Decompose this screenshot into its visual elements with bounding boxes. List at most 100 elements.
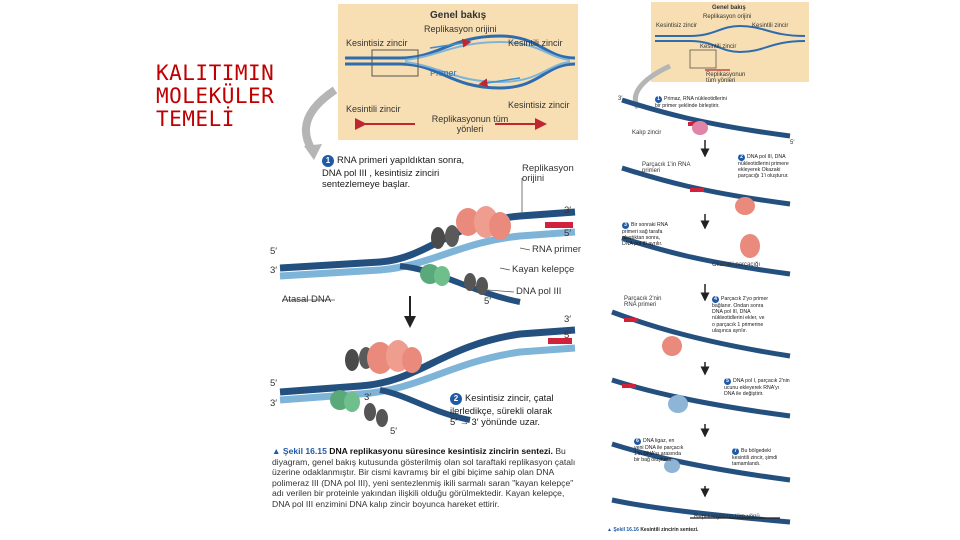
fig16-step-3-num: 3	[622, 222, 629, 229]
label-5prime-b: 5′	[270, 246, 278, 257]
label-3prime-c: 3′	[564, 314, 572, 325]
caption-15-label: ▲ Şekil 16.15	[272, 446, 327, 456]
fig16-step-6-l3: 1'in DNA'sı arasında	[634, 451, 681, 458]
fig16-step-2-l4: parçacığı 1'i oluşturur.	[738, 173, 789, 180]
label-3prime-b: 3′	[270, 265, 278, 276]
fig16-step-2-l1: DNA pol III, DNA	[747, 154, 786, 160]
overview-lagging-top: Kesintili zincir	[508, 38, 563, 48]
overview-all-directions: Replikasyonun tüm yönleri	[431, 114, 509, 134]
label-rna-primer: RNA primer	[532, 244, 582, 255]
fig16-step-5-l3: DNA ile değiştirir.	[724, 391, 764, 398]
fig16-step-4-l6: ulaşınca ayrılır.	[712, 327, 747, 334]
step-2-line-2: ilerledikçe, sürekli olarak	[450, 405, 553, 416]
fig16-step-4-l2: bağlanır. Ondan sonra	[712, 303, 764, 309]
caption-15-title: DNA replikasyonu süresince kesintisiz zi…	[329, 446, 553, 456]
fig16-okazaki-label: Okazaki parçacığı	[712, 262, 761, 268]
overview2-origin: Replikasyon orijini	[703, 14, 752, 20]
label-pol3: DNA pol III	[516, 286, 562, 297]
fig16-overall-label: Replikasyonun tüm yönü	[694, 514, 760, 520]
label-3prime-a: 3′	[564, 205, 572, 216]
fig16-step-2-l2: nükleotidlerini primere	[738, 161, 789, 167]
fig16-step-4-num: 4	[712, 296, 719, 303]
title-line-1: KALITIMIN	[156, 61, 275, 85]
label-5prime-d: 5′	[564, 330, 572, 341]
overview-lagging-bottom: Kesintili zincir	[346, 104, 401, 114]
fig16-step-6-l4: bir bağ oluşturur.	[634, 457, 673, 464]
label-5prime-a: 5′	[564, 228, 572, 239]
fork-upper	[279, 206, 576, 305]
label-origin: Replikasyon orijini	[522, 163, 574, 184]
overview-title: Genel bakış	[430, 10, 487, 21]
fig16-step-6-l2: yeni DNA ile parçacık	[634, 445, 684, 451]
overview-bubble	[345, 34, 576, 130]
fig16-step-4-l3: DNA pol III, DNA	[712, 309, 751, 316]
overview-box-left	[338, 4, 578, 140]
step-1-line-3: sentezlemeye başlar.	[322, 178, 411, 189]
caption-16-label: ▲ Şekil 16.16	[607, 527, 639, 533]
fig16-step-3-l3: ulaştıktan sonra,	[622, 235, 661, 242]
overview-origin-label: Replikasyon orijini	[424, 24, 497, 34]
figure-15-caption: ▲ Şekil 16.15 DNA replikasyonu süresince…	[272, 446, 584, 510]
fig16-step-5-l1: DNA pol I, parçacık 2'nin	[733, 378, 790, 384]
label-5prime-f: 5′	[390, 426, 398, 437]
fig16-step-5-num: 5	[724, 378, 731, 385]
fig16-3p-1: 3′	[618, 96, 623, 102]
fig16-step-2-l3: ekleyerek Okazaki	[738, 167, 781, 174]
fig16-step-6-l1: DNA ligaz, en	[643, 438, 675, 444]
step-1-line-2: DNA pol III , kesintisiz zinciri	[322, 167, 440, 178]
title-line-3: TEMELİ	[156, 107, 235, 131]
caption-15-body: Bu diyagram, genel bakış kutusunda göste…	[272, 446, 576, 509]
fig16-step-4-l1: Parçacık 2'yo primer	[721, 296, 769, 302]
fig16-template-label: Kalıp zincir	[632, 130, 662, 136]
zoom-arrow	[301, 86, 338, 153]
step-2-line-3: 5′ → 3′ yönünde uzar.	[450, 416, 541, 427]
label-parental-dna: Atasal DNA	[282, 294, 332, 305]
overview2-title: Genel bakış	[712, 5, 746, 11]
slide-title: KALITIMIN MOLEKÜLER TEMELİ	[156, 62, 316, 131]
overview-bubble-right	[655, 24, 806, 71]
lagging-strands	[611, 97, 791, 525]
overview2-all: Replikasyonun tüm yönleri	[706, 72, 746, 84]
fork-lower	[279, 326, 576, 427]
title-line-2: MOLEKÜLER	[156, 84, 275, 108]
fig16-step-2-num: 2	[738, 154, 745, 161]
fig16-step-3-l1: Bir sonraki RNA	[631, 222, 668, 228]
step-1-number: 1	[322, 155, 334, 167]
fig16-step-6-num: 6	[634, 438, 641, 445]
label-sliding-clamp: Kayan kelepçe	[512, 264, 575, 275]
step-2-number: 2	[450, 393, 462, 405]
overview-leading-bottom: Kesintisiz zincir	[508, 100, 570, 110]
figure-16-caption: ▲ Şekil 16.16 Kesintili zincirin sentezi…	[607, 527, 807, 533]
label-3prime-e: 3′	[270, 398, 278, 409]
fig16-frag2-rna-label: Parçacık 2'nin RNA primeri	[624, 296, 662, 308]
label-3prime-f: 3′	[364, 392, 372, 403]
fig16-step-3-l2: primeri sağ tarafa	[622, 229, 663, 235]
fig16-step-1-l1: Primaz, RNA nükleotidlerini	[664, 96, 727, 102]
fig16-frag1-rna-label: Parçacık 1'in RNA primeri	[642, 162, 691, 174]
fig16-step-7-l3: tamamlandı.	[732, 461, 761, 468]
fig16-step-1-l2: bir primer şeklinde birleştirir.	[655, 103, 720, 109]
fig16-5p-1: 5′	[790, 140, 795, 146]
fig16-step-7-l2: kesintili zincir, şimdi	[732, 455, 778, 461]
caption-16-title: Kesintili zincirin sentezi.	[640, 527, 699, 533]
overview-primer: Primer	[430, 68, 457, 78]
fig16-step-4-l4: nükleotidlerini ekler, ve	[712, 315, 765, 322]
zoom-arrowhead	[304, 144, 322, 160]
overview2-leading: Kesintisiz zincir	[656, 23, 698, 29]
step-2-line-1: Kesintisiz zincir, çatal	[465, 392, 554, 403]
step-1-line-1: RNA primeri yapıldıktan sonra,	[337, 154, 465, 165]
fig16-step-4-l5: o parçacık 1 primerine	[712, 321, 764, 328]
overview2-lagging2: Kesintili zincir	[700, 44, 737, 50]
fig16-step-5-l2: ucunu ekleyerek RNA'yı	[724, 385, 780, 391]
fig16-step-1-num: 1	[655, 96, 662, 103]
